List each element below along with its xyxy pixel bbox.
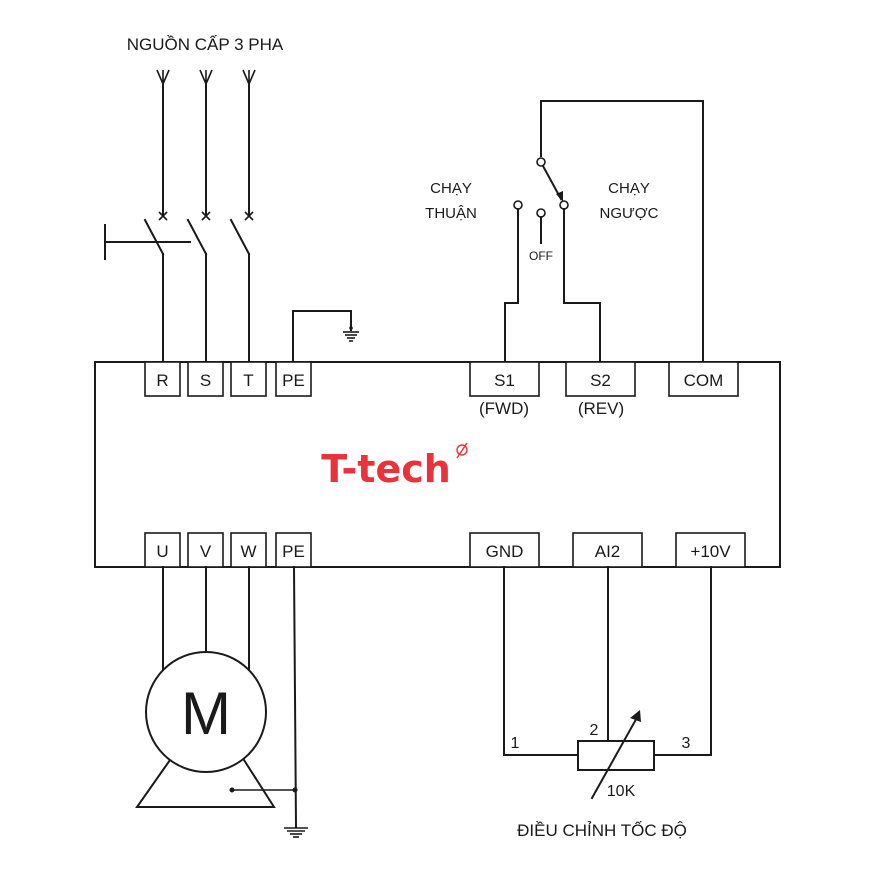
motor-label: M (181, 680, 231, 747)
svg-text:S2: S2 (590, 371, 611, 390)
switch-rev-contact-icon (559, 200, 569, 210)
svg-text:W: W (240, 542, 256, 561)
terminal-pe-bottom[interactable]: PE (275, 532, 312, 568)
phase-l1-terminal-icon (156, 69, 170, 87)
ground-icon (343, 326, 359, 342)
terminal-plus10v[interactable]: +10V (675, 532, 746, 568)
motor-icon: M (135, 651, 298, 808)
phase-l3-terminal-icon (242, 69, 256, 87)
svg-text:COM: COM (684, 371, 724, 390)
terminal-ai2[interactable]: AI2 (572, 532, 643, 568)
terminal-gnd[interactable]: GND (469, 532, 540, 568)
brand-logo: T-tech (321, 442, 468, 491)
terminal-s1-sublabel: (FWD) (479, 399, 529, 418)
pot-pin1-label: 1 (511, 735, 520, 752)
wire-com (540, 100, 704, 363)
pot-value-label: 10K (607, 783, 636, 800)
pot-pin2-label: 2 (590, 722, 599, 739)
circuit-breaker-icon (104, 211, 254, 260)
svg-text:S1: S1 (494, 371, 515, 390)
terminal-w[interactable]: W (230, 532, 267, 568)
phase-l2-terminal-icon (199, 69, 213, 87)
svg-text:GND: GND (486, 542, 524, 561)
svg-text:T: T (243, 371, 253, 390)
terminal-pe-top[interactable]: PE (275, 361, 312, 397)
potentiometer-icon[interactable] (577, 710, 655, 800)
switch-common-contact-icon (536, 157, 546, 167)
motor-ground-icon (284, 827, 308, 838)
terminal-t[interactable]: T (230, 361, 267, 397)
terminal-s1[interactable]: S1 (469, 361, 540, 397)
wire-gnd (503, 566, 579, 756)
terminal-s2-sublabel: (REV) (578, 399, 624, 418)
pot-pin3-label: 3 (682, 735, 691, 752)
wire-pe-top (292, 310, 352, 363)
switch-fwd-contact-icon (513, 200, 523, 210)
wire-s1 (504, 208, 519, 363)
brand-name: T-tech (321, 447, 451, 491)
direction-selector-switch[interactable] (504, 100, 704, 363)
forward-label-line1: CHẠY (430, 180, 472, 197)
three-phase-input (156, 69, 256, 217)
svg-text:PE: PE (282, 542, 305, 561)
switch-arrow-icon (556, 191, 563, 202)
svg-text:S: S (200, 371, 211, 390)
svg-text:R: R (156, 371, 168, 390)
terminal-s[interactable]: S (187, 361, 224, 397)
switch-off-contact-icon (536, 208, 546, 218)
terminal-s2[interactable]: S2 (565, 361, 636, 397)
terminal-com[interactable]: COM (668, 361, 739, 397)
forward-label-line2: THUẬN (425, 205, 477, 222)
svg-text:AI2: AI2 (595, 542, 621, 561)
speed-adjust-caption: ĐIỀU CHỈNH TỐC ĐỘ (517, 820, 687, 840)
reverse-label-line1: CHẠY (608, 180, 650, 197)
terminal-v[interactable]: V (187, 532, 224, 568)
brand-mark-icon (456, 442, 468, 459)
svg-text:+10V: +10V (690, 542, 731, 561)
off-label: OFF (529, 249, 553, 263)
svg-text:PE: PE (282, 371, 305, 390)
power-supply-title: NGUỒN CẤP 3 PHA (127, 35, 284, 54)
terminal-u[interactable]: U (144, 532, 181, 568)
wire-plus10v (653, 566, 712, 756)
svg-text:U: U (156, 542, 168, 561)
wire-s2 (563, 208, 601, 363)
reverse-label-line2: NGƯỢC (599, 205, 658, 222)
terminal-r[interactable]: R (144, 361, 181, 397)
wire-pe-bottom (292, 565, 298, 829)
svg-text:V: V (200, 542, 212, 561)
